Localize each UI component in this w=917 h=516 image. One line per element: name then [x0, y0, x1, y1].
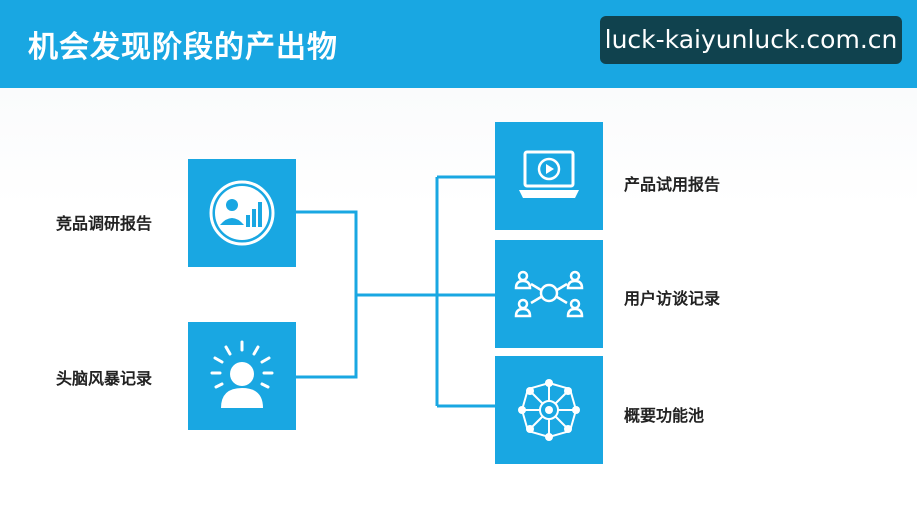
- input-box-brainstorm: [188, 322, 296, 430]
- brainstorm-person-icon: [210, 340, 274, 408]
- output-label-trial-report: 产品试用报告: [624, 175, 721, 194]
- users-network-icon: [514, 270, 584, 318]
- input-box-competitor-report: [188, 159, 296, 267]
- input-label-brainstorm: 头脑风暴记录: [56, 369, 153, 388]
- connector-input-2: [296, 295, 358, 379]
- header-bar: 机会发现阶段的产出物 luck-kaiyunluck.com.cn: [0, 0, 917, 88]
- output-label-user-interview: 用户访谈记录: [624, 289, 721, 308]
- output-box-trial-report: [495, 122, 603, 230]
- report-chart-icon: [209, 180, 275, 246]
- watermark: luck-kaiyunluck.com.cn: [600, 16, 902, 64]
- output-box-user-interview: [495, 240, 603, 348]
- output-label-feature-pool: 概要功能池: [624, 406, 705, 425]
- page-title: 机会发现阶段的产出物: [28, 30, 338, 65]
- output-box-feature-pool: [495, 356, 603, 464]
- laptop-play-icon: [519, 150, 579, 198]
- feature-hub-icon: [518, 379, 580, 441]
- connector-input-1: [296, 210, 358, 295]
- input-label-competitor-report: 竞品调研报告: [56, 214, 153, 233]
